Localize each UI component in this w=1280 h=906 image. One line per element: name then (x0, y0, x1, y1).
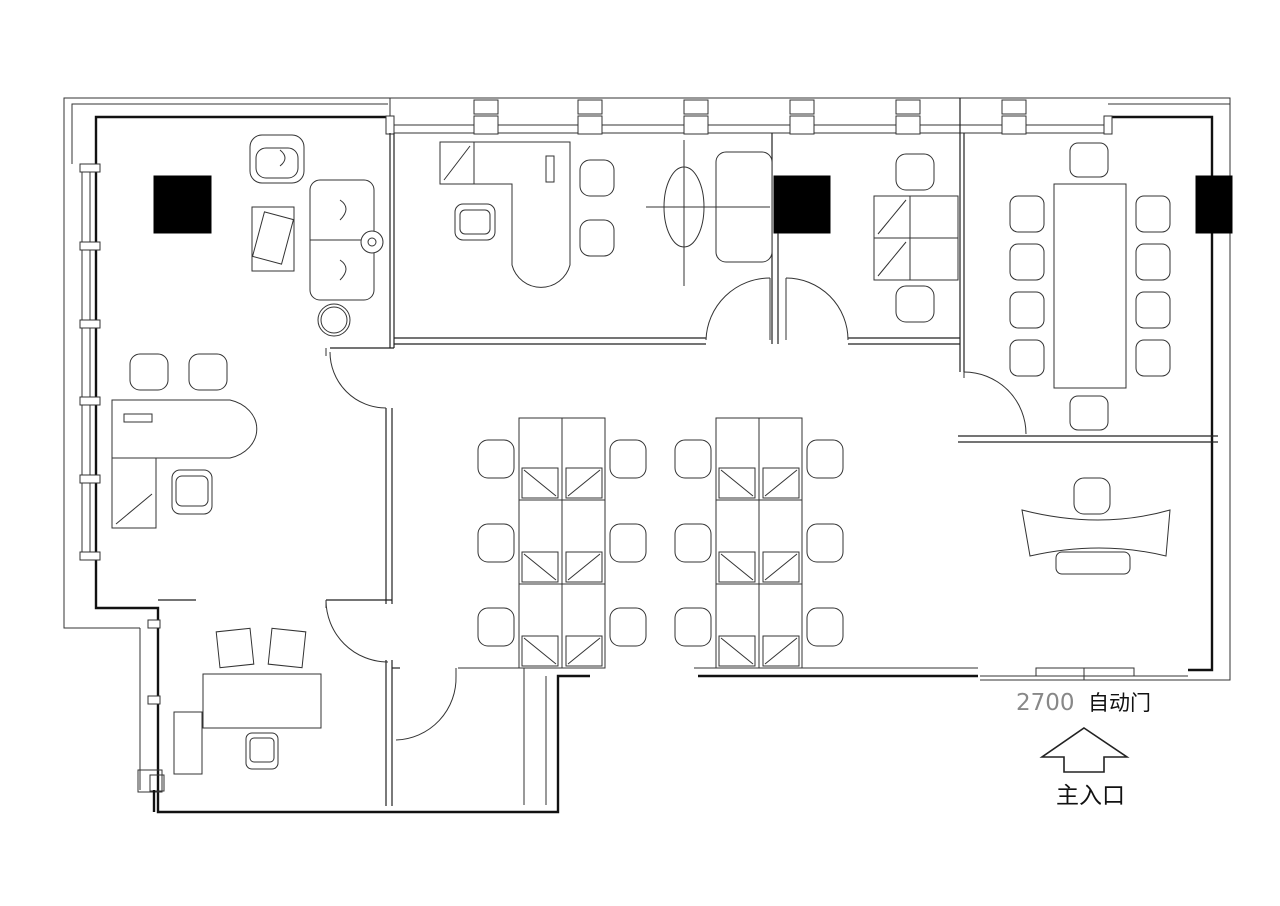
main-entrance-label: 主入口 (1056, 783, 1125, 809)
interior-partitions (158, 98, 1218, 806)
structural-columns (153, 175, 1233, 234)
workstation-cluster-left (477, 417, 647, 669)
up-arrow-icon (1039, 727, 1130, 773)
window-mullions-left (79, 163, 161, 705)
manager-office (173, 627, 322, 775)
window-line-left (81, 168, 91, 560)
small-office (873, 153, 959, 323)
window-mullions-top (385, 99, 1113, 135)
reception-desk (1021, 477, 1171, 575)
auto-door (980, 667, 1188, 681)
meeting-room (1009, 142, 1171, 431)
exterior-walls (63, 97, 1231, 814)
auto-door-label: 自动门 (1088, 691, 1151, 715)
executive-office (111, 134, 384, 529)
workstation-cluster-right (674, 417, 844, 669)
top-office (439, 140, 773, 288)
door-width-label: 2700 (1016, 690, 1075, 716)
doors (325, 277, 1027, 741)
